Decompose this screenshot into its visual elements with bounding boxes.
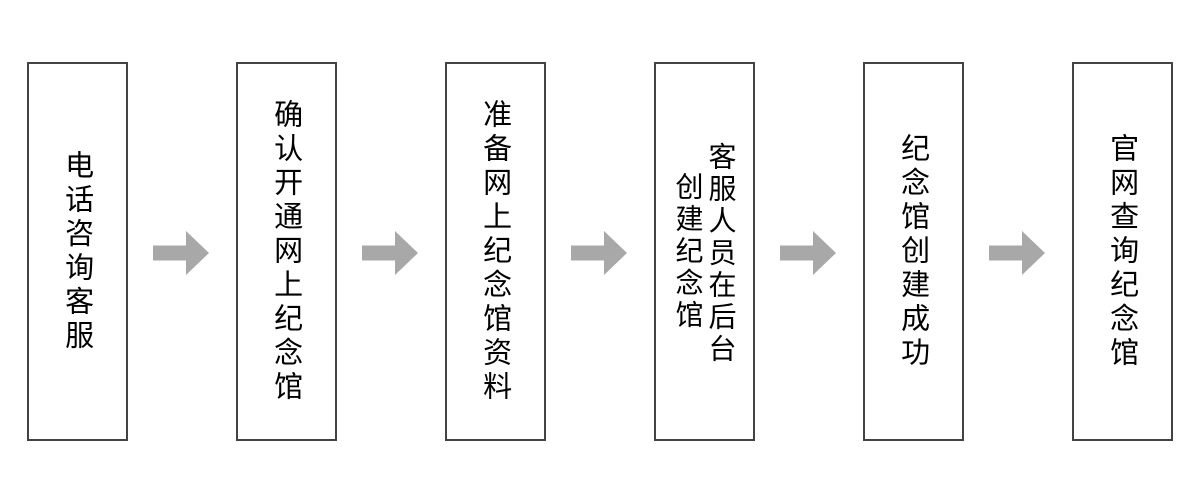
step-label-6: 官网查询纪念馆 [1105, 132, 1140, 371]
right-arrow-icon [779, 231, 836, 275]
flow-steps-row: 电话咨询客服 确认开通网上纪念馆 准备网上纪念馆资料 [27, 62, 1173, 441]
right-arrow-icon [570, 231, 627, 275]
connector-4-to-5 [756, 62, 863, 441]
step-label-5: 纪念馆创建成功 [896, 132, 931, 371]
step-label-2: 确认开通网上纪念馆 [269, 98, 304, 405]
step-box-support-creates-memorial-backend[interactable]: 客服人员在后台 创建纪念馆 [654, 62, 755, 441]
right-arrow-icon [988, 231, 1045, 275]
step-box-prepare-memorial-materials[interactable]: 准备网上纪念馆资料 [445, 62, 546, 441]
step-label-4-col-2: 创建纪念馆 [671, 172, 705, 332]
right-arrow-icon [361, 231, 418, 275]
step-box-phone-consult-support[interactable]: 电话咨询客服 [27, 62, 128, 441]
connector-3-to-4 [547, 62, 654, 441]
connector-5-to-6 [965, 62, 1072, 441]
right-arrow-icon [152, 231, 209, 275]
step-box-memorial-created-successfully[interactable]: 纪念馆创建成功 [863, 62, 964, 441]
step-box-query-memorial-on-website[interactable]: 官网查询纪念馆 [1072, 62, 1173, 441]
step-label-1: 电话咨询客服 [60, 149, 95, 354]
step-label-3: 准备网上纪念馆资料 [478, 98, 513, 405]
step-label-4-col-1: 客服人员在后台 [704, 142, 738, 366]
step-box-confirm-open-memorial-hall[interactable]: 确认开通网上纪念馆 [236, 62, 337, 441]
connector-1-to-2 [129, 62, 236, 441]
connector-2-to-3 [338, 62, 445, 441]
